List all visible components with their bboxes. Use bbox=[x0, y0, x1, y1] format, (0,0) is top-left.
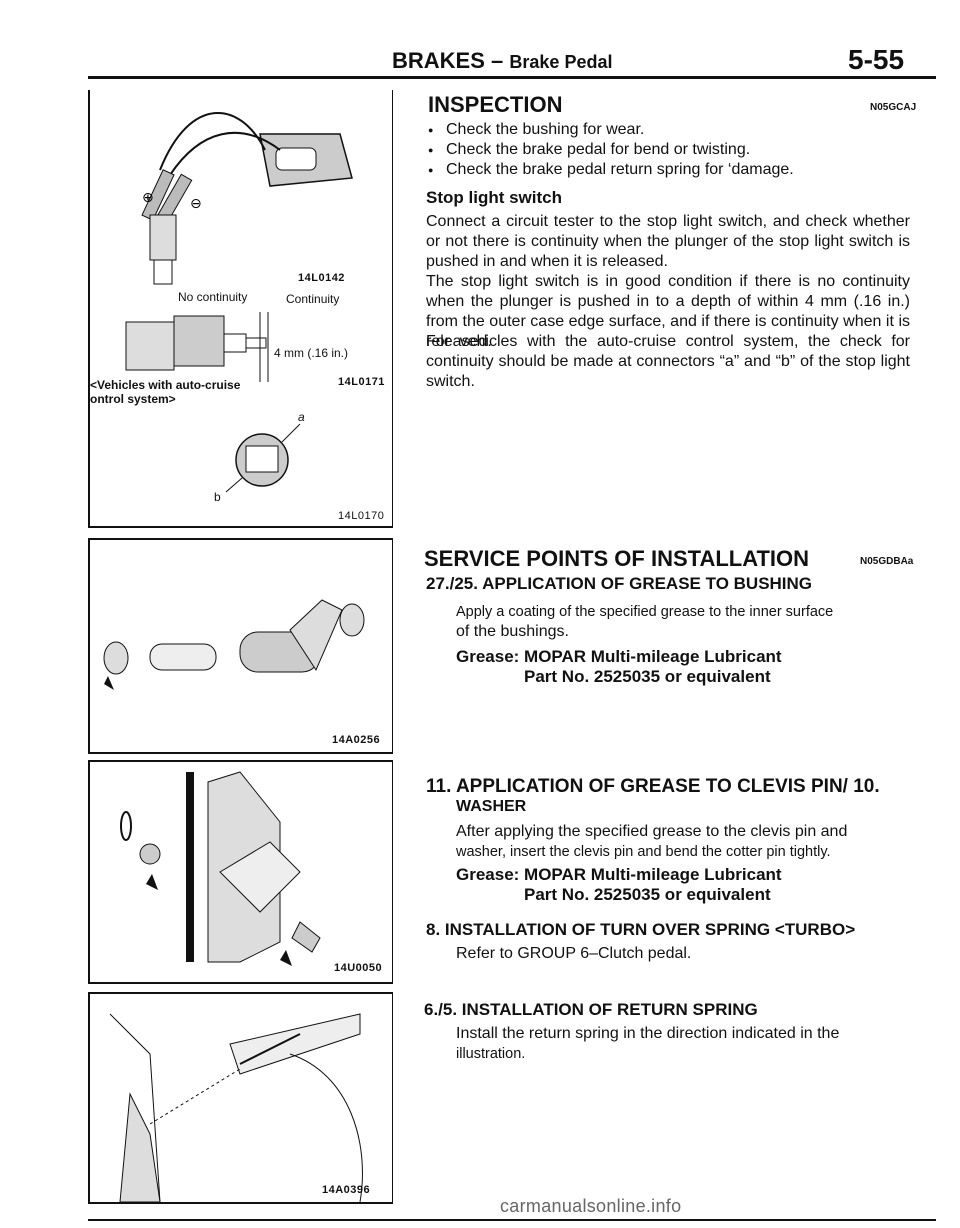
header-dash: – bbox=[491, 48, 504, 73]
figure-clevis-pin: 14U0050 bbox=[88, 760, 393, 984]
svg-text:⊖: ⊖ bbox=[190, 196, 202, 212]
inspection-bullet: Check the bushing for wear. bbox=[428, 120, 928, 140]
inspection-bullet: Check the brake pedal for bend or twisti… bbox=[428, 140, 928, 160]
bushings-illustration bbox=[103, 599, 365, 690]
inspection-code: N05GCAJ bbox=[870, 102, 917, 113]
inspection-heading: INSPECTION bbox=[428, 92, 563, 117]
figure-return-spring: 14A0396 bbox=[88, 992, 393, 1204]
page-header-title: BRAKES – Brake Pedal bbox=[392, 48, 612, 74]
service-step-27-25-text-2: of the bushings. bbox=[456, 623, 569, 640]
service-step-11-text-1: After applying the specified grease to t… bbox=[456, 823, 848, 840]
note-auto-cruise-2: ontrol system> bbox=[90, 392, 176, 406]
figure-code-14l0142: 14L0142 bbox=[298, 272, 345, 284]
label-continuity: Continuity bbox=[286, 292, 340, 306]
inspection-para-2: The stop light switch is in good conditi… bbox=[426, 273, 910, 350]
service-step-11-title: 11. APPLICATION OF GREASE TO CLEVIS PIN/… bbox=[426, 776, 880, 797]
figure-bushings: 14A0256 bbox=[88, 538, 393, 754]
return-spring-illustration bbox=[109, 1013, 363, 1202]
inspection-para-1: Connect a circuit tester to the stop lig… bbox=[426, 213, 910, 270]
service-step-11-grease-2: Part No. 2525035 or equivalent bbox=[524, 885, 771, 904]
inspection-bullets: Check the bushing for wear. Check the br… bbox=[428, 120, 928, 180]
service-step-6-5-title: 6./5. INSTALLATION OF RETURN SPRING bbox=[424, 1000, 758, 1019]
clevis-pin-illustration bbox=[120, 771, 321, 966]
service-code: N05GDBAa bbox=[860, 556, 914, 567]
label-connector-b: b bbox=[214, 490, 221, 504]
service-step-27-25-text-1: Apply a coating of the specified grease … bbox=[456, 604, 834, 620]
service-heading: SERVICE POINTS OF INSTALLATION bbox=[424, 546, 810, 571]
label-connector-a: a bbox=[298, 410, 305, 424]
service-step-27-25-grease-1: Grease: MOPAR Multi-mileage Lubricant bbox=[456, 647, 782, 666]
svg-text:⊕: ⊕ bbox=[142, 190, 154, 206]
service-step-27-25-title: 27./25. APPLICATION OF GREASE TO BUSHING bbox=[426, 574, 813, 593]
service-step-11-text-2: washer, insert the clevis pin and bend t… bbox=[456, 844, 831, 860]
service-step-11-grease-1: Grease: MOPAR Multi-mileage Lubricant bbox=[456, 865, 782, 884]
label-no-continuity: No continuity bbox=[178, 290, 248, 304]
inspection-para-3: For vehicles with the auto-cruise contro… bbox=[426, 333, 910, 390]
footer-rule bbox=[88, 1219, 936, 1221]
service-step-6-5-text-2: illustration. bbox=[456, 1046, 526, 1062]
header-rule bbox=[88, 76, 936, 79]
service-step-27-25-grease-2: Part No. 2525035 or equivalent bbox=[524, 667, 771, 686]
watermark: carmanualsonline.info bbox=[500, 1196, 682, 1216]
header-title: BRAKES bbox=[392, 48, 485, 73]
figure-code-14a0396: 14A0396 bbox=[322, 1184, 371, 1196]
service-step-8-text: Refer to GROUP 6–Clutch pedal. bbox=[456, 945, 692, 962]
header-subtitle: Brake Pedal bbox=[509, 52, 613, 72]
figure-code-14l0170: 14L0170 bbox=[338, 510, 385, 522]
service-step-6-5-text-1: Install the return spring in the directi… bbox=[456, 1025, 840, 1042]
page-number: 5-55 bbox=[848, 44, 905, 75]
figure-code-14u0050: 14U0050 bbox=[334, 962, 383, 974]
figure-stop-light-switch: ⊕ ⊖ 14L0142 No continuity Continuity 4 m… bbox=[88, 90, 393, 528]
figure-code-14a0256: 14A0256 bbox=[332, 734, 381, 746]
note-auto-cruise-1: <Vehicles with auto-cruise bbox=[90, 378, 241, 392]
figure-code-14l0171: 14L0171 bbox=[338, 376, 385, 388]
service-step-11-title-2: WASHER bbox=[456, 798, 527, 815]
stop-light-switch-heading: Stop light switch bbox=[426, 188, 562, 207]
inspection-bullet: Check the brake pedal return spring for … bbox=[428, 160, 928, 180]
service-step-8-title: 8. INSTALLATION OF TURN OVER SPRING <TUR… bbox=[426, 920, 856, 939]
label-4mm: 4 mm (.16 in.) bbox=[274, 346, 349, 360]
stop-light-switch-illustration: ⊕ ⊖ bbox=[125, 112, 353, 493]
